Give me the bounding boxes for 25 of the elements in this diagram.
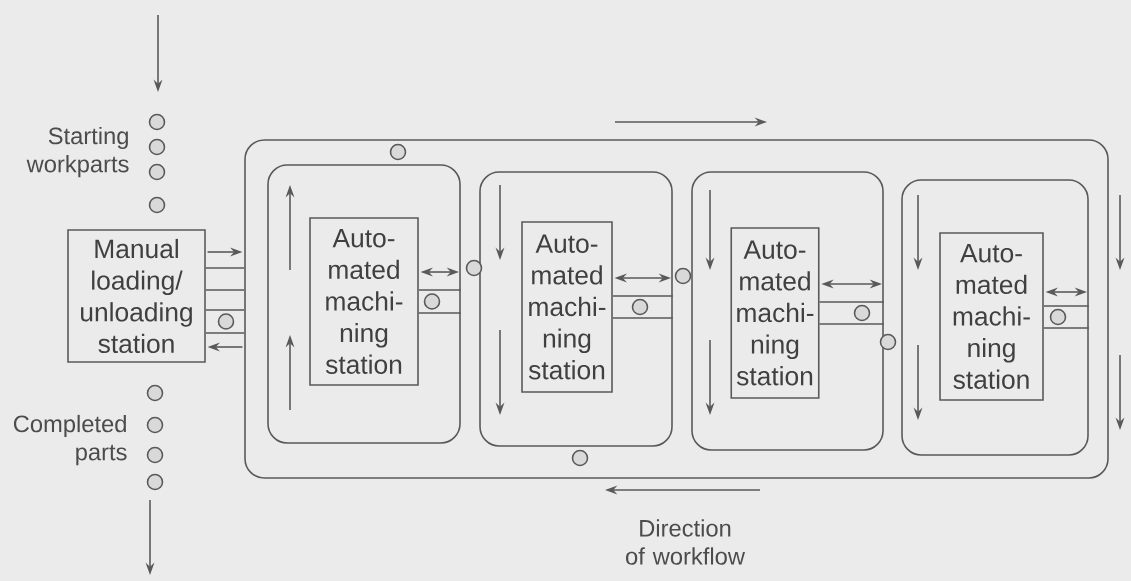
conveyor-rail [818,301,885,303]
machining-station-box: Auto- mated machi- ning station [939,232,1044,401]
machining-station-box: Auto- mated machi- ning station [730,227,820,399]
machining-station-box: Auto- mated machi- ning station [309,217,419,386]
inner-loop-track [267,164,461,444]
inner-loop-track [479,171,673,447]
conveyor-rail [1043,305,1090,307]
machining-station-box: Auto- mated machi- ning station [521,221,613,393]
conveyor-rail [418,312,462,314]
conveyor-rail [205,289,245,291]
inner-loop-track [901,179,1089,456]
conveyor-rail [612,317,674,319]
inner-loop-track [691,171,884,451]
conveyor-rail [205,267,245,269]
conveyor-rail [818,323,885,325]
loop-track [244,139,1109,479]
text-label: Completed parts [13,414,127,466]
conveyor-rail [205,332,245,334]
text-label: Starting workparts [26,126,129,178]
conveyor-rail [612,295,674,297]
conveyor-rail [205,309,245,311]
loading-station-box: Manual loading/ unloading station [67,229,206,363]
text-label: Direction of workflow [626,519,746,565]
conveyor-rail [1043,327,1090,329]
conveyor-rail [418,289,462,291]
